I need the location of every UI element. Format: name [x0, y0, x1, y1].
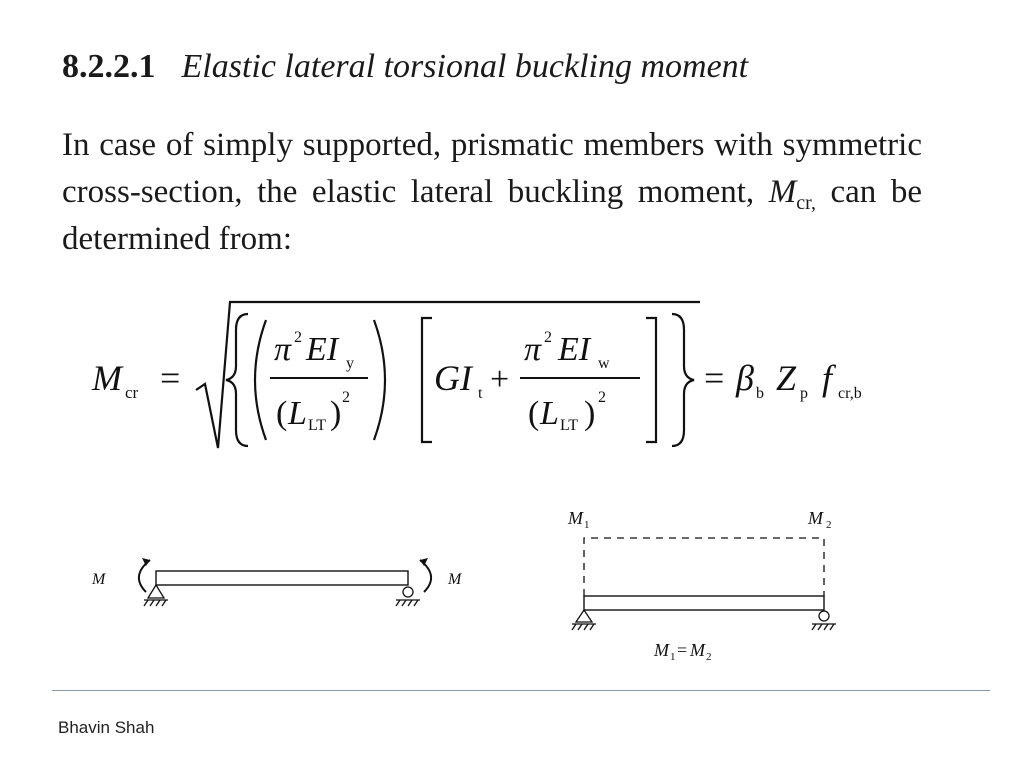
moment-arrow-right [419, 559, 432, 593]
moment-diagram-dashed [583, 537, 825, 596]
roller-support [811, 610, 836, 631]
paragraph-symbol: M [768, 174, 797, 210]
L-1-sub: LT [308, 417, 326, 434]
beta: β [735, 358, 754, 398]
pi-2-exp: 2 [544, 329, 552, 346]
EI-1-sub: y [346, 355, 354, 372]
moment-arrow-left [138, 559, 151, 593]
roller-support [395, 586, 420, 607]
pinned-support [571, 608, 596, 631]
formula-equals-1: = [160, 358, 180, 398]
caption-m1-sub: 1 [670, 651, 676, 663]
right-bracket [646, 316, 658, 444]
moment-arrowhead-right [420, 558, 428, 566]
den-2-rparen: ) [584, 395, 595, 432]
m2-label: M [807, 508, 824, 528]
moment-arrowhead-left [142, 558, 150, 566]
intro-paragraph: In case of simply supported, prismatic m… [62, 122, 922, 263]
beta-sub: b [756, 385, 764, 402]
author-name: Bhavin Shah [58, 718, 155, 737]
den-1-exp: 2 [342, 389, 350, 406]
left-bracket [420, 316, 432, 444]
m1-label: M [567, 508, 584, 528]
plus-sign: + [490, 361, 509, 398]
caption-m2: M [689, 640, 706, 660]
GI: GI [434, 358, 474, 398]
formula-lhs: M [91, 358, 124, 398]
pi-1-exp: 2 [294, 329, 302, 346]
EI-1: EI [305, 331, 340, 368]
left-curly-brace [225, 312, 249, 448]
m2-label-sub: 2 [826, 519, 832, 531]
paragraph-text: In case of simply supported, prismatic m… [62, 127, 922, 210]
moment-label-right: M [447, 571, 463, 588]
pi-1: π [274, 331, 292, 368]
EI-2: EI [557, 331, 592, 368]
footer-divider [52, 690, 990, 691]
pinned-support [143, 583, 168, 607]
L-2: L [539, 395, 559, 432]
left-paren-1 [253, 319, 268, 441]
beam-diagram-end-moments: M M [91, 558, 463, 607]
den-1-lparen: ( [276, 395, 287, 432]
paragraph-text-after: can be determined from: [62, 174, 922, 257]
GI-sub: t [478, 385, 483, 402]
formula-equals-2: = [704, 358, 724, 398]
f-sub: cr,b [838, 385, 862, 402]
Z-sub: p [800, 385, 808, 402]
radical-sign [195, 300, 700, 449]
f: f [822, 358, 837, 398]
beam-diagram-moment-distribution: M 1 M 2 M 1 = M 2 [567, 508, 836, 663]
m1-label-sub: 1 [584, 519, 590, 531]
caption-m2-sub: 2 [706, 651, 712, 663]
section-heading: 8.2.2.1 Elastic lateral torsional bucklin… [62, 50, 748, 84]
den-2-exp: 2 [598, 389, 606, 406]
den-1-rparen: ) [330, 395, 341, 432]
formula-lhs-sub: cr [125, 383, 139, 402]
beam [583, 595, 825, 611]
pi-2: π [524, 331, 542, 368]
right-curly-brace [671, 312, 695, 448]
section-title: Elastic lateral torsional buckling momen… [181, 48, 749, 85]
Z: Z [776, 358, 797, 398]
beam [155, 570, 409, 586]
caption-m1: M [653, 640, 670, 660]
den-2-lparen: ( [528, 395, 539, 432]
moment-label-left: M [91, 571, 107, 588]
right-paren-1 [372, 319, 387, 441]
L-2-sub: LT [560, 417, 578, 434]
caption-equals: = [677, 640, 687, 660]
L-1: L [287, 395, 307, 432]
paragraph-symbol-subscript: cr, [796, 192, 816, 214]
EI-2-sub: w [598, 355, 610, 372]
buckling-moment-formula: M cr = π 2 EI y ( L LT ) 2 GI t + π 2 EI… [91, 300, 862, 449]
section-number: 8.2.2.1 [62, 48, 156, 85]
